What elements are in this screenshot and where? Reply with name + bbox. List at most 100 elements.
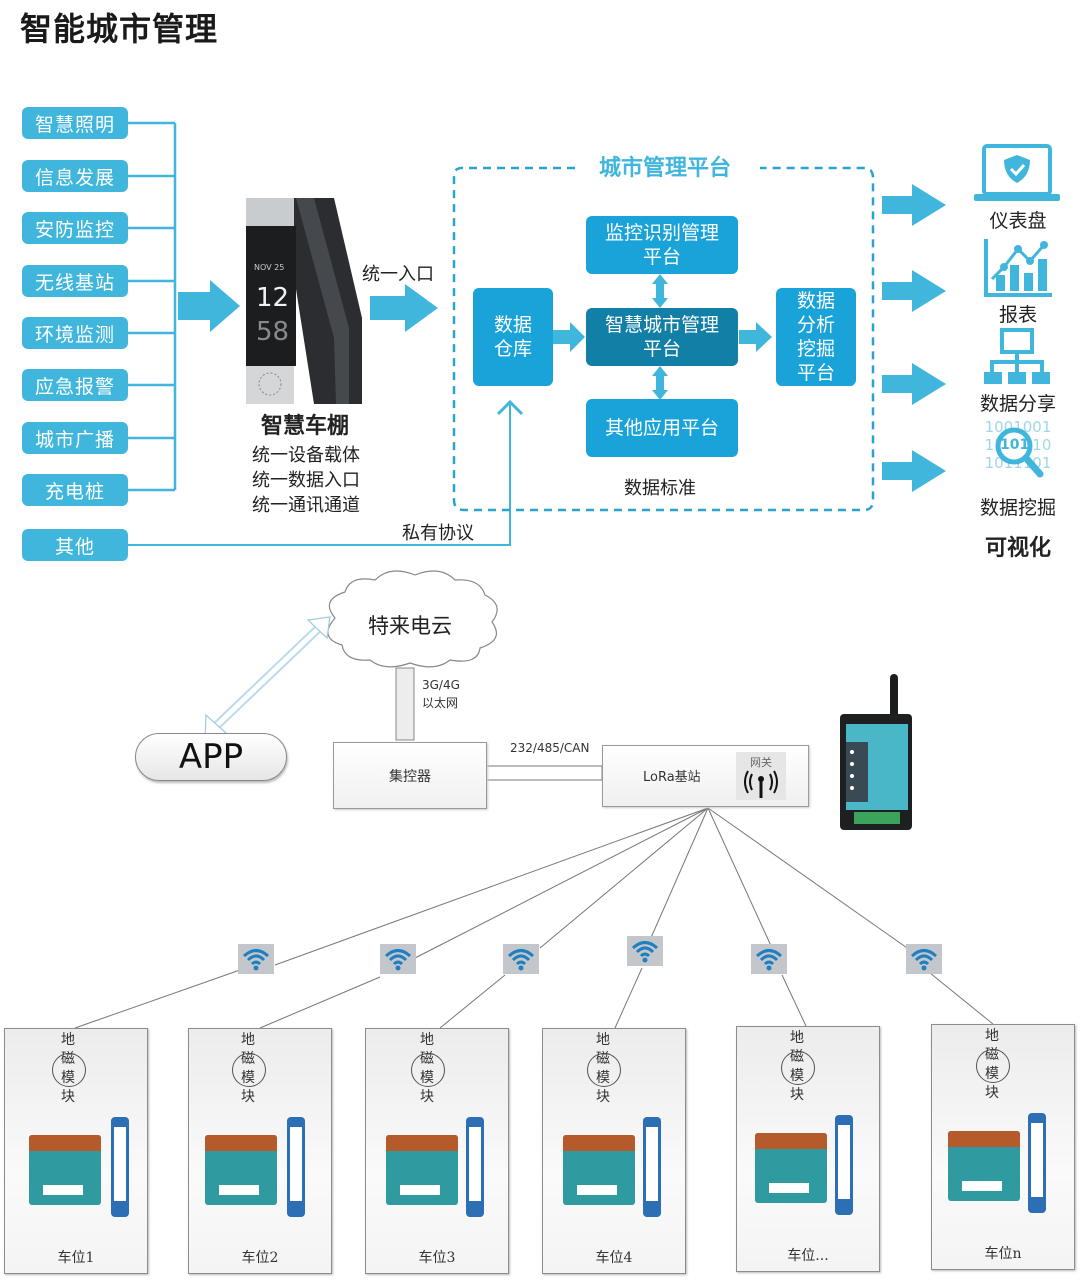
module-ring-icon [52, 1053, 86, 1087]
data-analysis-platform-box[interactable]: 数据 分析 挖掘 平台 [776, 288, 856, 386]
gateway-badge: 网关 [736, 752, 786, 800]
binary-text-row: 1001001 [984, 418, 1052, 436]
wifi-icon [906, 944, 942, 974]
arrow-monitor-core [652, 274, 668, 308]
geomagnetic-sensor-image [29, 1135, 101, 1205]
geomagnetic-sensor-image [563, 1135, 635, 1205]
geomagnetic-sensor-image [205, 1135, 277, 1205]
lora-gateway-hardware-image [838, 672, 916, 832]
slot-label: 车位3 [418, 1250, 456, 1266]
wifi-icon [503, 944, 539, 974]
app-cloud-arrow [204, 616, 331, 739]
slot-label: 车位2 [241, 1250, 279, 1266]
category-info-development[interactable]: 信息发展 [22, 160, 128, 192]
uplink-label-ethernet: 以太网 [422, 696, 459, 710]
parking-slot-n[interactable]: 地磁模块 车位n [931, 1024, 1075, 1270]
geomagnetic-sensor-image [755, 1133, 827, 1203]
battery-image [287, 1117, 305, 1217]
parking-slot-3[interactable]: 地磁模块 车位3 [365, 1028, 509, 1274]
arrow-to-device [178, 280, 240, 332]
platform-title: 城市管理平台 [580, 150, 750, 182]
uplink-label-3g4g: 3G/4G [422, 678, 460, 692]
bus-label: 232/485/CAN [510, 741, 590, 755]
arrow-core-analysis [739, 322, 772, 352]
device-name: 智慧车棚 [260, 414, 349, 439]
parking-slot-4[interactable]: 地磁模块 车位4 [542, 1028, 686, 1274]
uplink-pipe [395, 667, 415, 741]
category-security-monitoring[interactable]: 安防监控 [22, 212, 128, 244]
laptop-shield-icon [972, 143, 1062, 205]
report-label: 报表 [998, 304, 1037, 326]
visualization-arrows [882, 184, 946, 492]
category-other[interactable]: 其他 [22, 529, 128, 561]
arrow-core-other [652, 366, 668, 400]
magnifier-binary-icon: 1001001 1101110 1011101 101 [980, 418, 1056, 488]
lora-base-station-box[interactable]: LoRa基站 网关 [602, 745, 809, 807]
category-city-broadcast[interactable]: 城市广播 [22, 422, 128, 454]
chart-report-icon [982, 237, 1054, 299]
device-feature: 统一通讯通道 [252, 495, 360, 516]
magnetic-module-label: 地磁模块 [985, 1028, 999, 1101]
page-title: 智能城市管理 [20, 10, 219, 48]
magnetic-module-label: 地磁模块 [241, 1032, 255, 1105]
category-smart-lighting[interactable]: 智慧照明 [22, 107, 128, 139]
central-controller-box[interactable]: 集控器 [333, 742, 487, 809]
visualization-title: 可视化 [984, 536, 1051, 561]
magnetic-module-label: 地磁模块 [420, 1032, 434, 1105]
magnetic-module-label: 地磁模块 [596, 1032, 610, 1105]
wifi-icon [751, 944, 787, 974]
data-share-label: 数据分享 [979, 393, 1056, 415]
antenna-signal-icon [744, 770, 778, 798]
battery-image [466, 1117, 484, 1217]
slot-label: 车位1 [57, 1250, 95, 1266]
module-ring-icon [411, 1053, 445, 1087]
wifi-icon [380, 944, 416, 974]
category-environment-monitoring[interactable]: 环境监测 [22, 317, 128, 349]
battery-image [643, 1117, 661, 1217]
device-feature: 统一设备载体 [252, 445, 360, 466]
battery-image [1028, 1113, 1046, 1213]
module-ring-icon [781, 1051, 815, 1085]
slot-label: 车位n [984, 1246, 1022, 1262]
geomagnetic-sensor-image [948, 1131, 1020, 1201]
slot-label: 车位... [787, 1248, 829, 1264]
battery-image [111, 1117, 129, 1217]
cloud-label: 特来电云 [368, 614, 452, 638]
private-protocol-label: 私有协议 [402, 523, 474, 544]
device-screen-hour: 12 [256, 283, 289, 313]
category-emergency-alarm[interactable]: 应急报警 [22, 369, 128, 401]
device-feature: 统一数据入口 [252, 470, 360, 491]
data-warehouse-box[interactable]: 数据 仓库 [473, 288, 553, 386]
bus-pipe [485, 765, 603, 781]
geomagnetic-sensor-image [386, 1135, 458, 1205]
slot-label: 车位4 [595, 1250, 633, 1266]
module-ring-icon [976, 1049, 1010, 1083]
magnetic-module-label: 地磁模块 [61, 1032, 75, 1105]
smart-carport-device-image: NOV 25 12 58 [244, 198, 362, 404]
device-logo-icon [258, 372, 282, 396]
device-screen-date: NOV 25 [254, 263, 284, 272]
unified-entry-label: 统一入口 [362, 264, 434, 285]
category-wireless-base-station[interactable]: 无线基站 [22, 265, 128, 297]
parking-slot-2[interactable]: 地磁模块 车位2 [188, 1028, 332, 1274]
parking-slot-1[interactable]: 地磁模块 车位1 [4, 1028, 148, 1274]
app-button[interactable]: APP [135, 733, 287, 781]
device-screen-minute: 58 [256, 317, 289, 347]
data-mining-label: 数据挖掘 [979, 497, 1056, 519]
parking-slot-n-minus[interactable]: 地磁模块 车位... [736, 1026, 880, 1272]
module-ring-icon [232, 1053, 266, 1087]
category-charging-pile[interactable]: 充电桩 [22, 474, 128, 506]
module-ring-icon [587, 1053, 621, 1087]
data-standard-label: 数据标准 [624, 478, 696, 499]
magnifier-text: 101 [1000, 437, 1030, 453]
arrow-unified-entry [370, 284, 438, 332]
monitoring-platform-box[interactable]: 监控识别管理 平台 [586, 216, 738, 274]
other-apps-platform-box[interactable]: 其他应用平台 [586, 399, 738, 457]
wifi-icon [238, 944, 274, 974]
dashboard-label: 仪表盘 [989, 210, 1047, 232]
network-share-icon [984, 328, 1050, 386]
magnetic-module-label: 地磁模块 [790, 1030, 804, 1103]
lora-fanout [74, 807, 994, 1029]
smart-city-core-platform-box[interactable]: 智慧城市管理 平台 [586, 308, 738, 366]
